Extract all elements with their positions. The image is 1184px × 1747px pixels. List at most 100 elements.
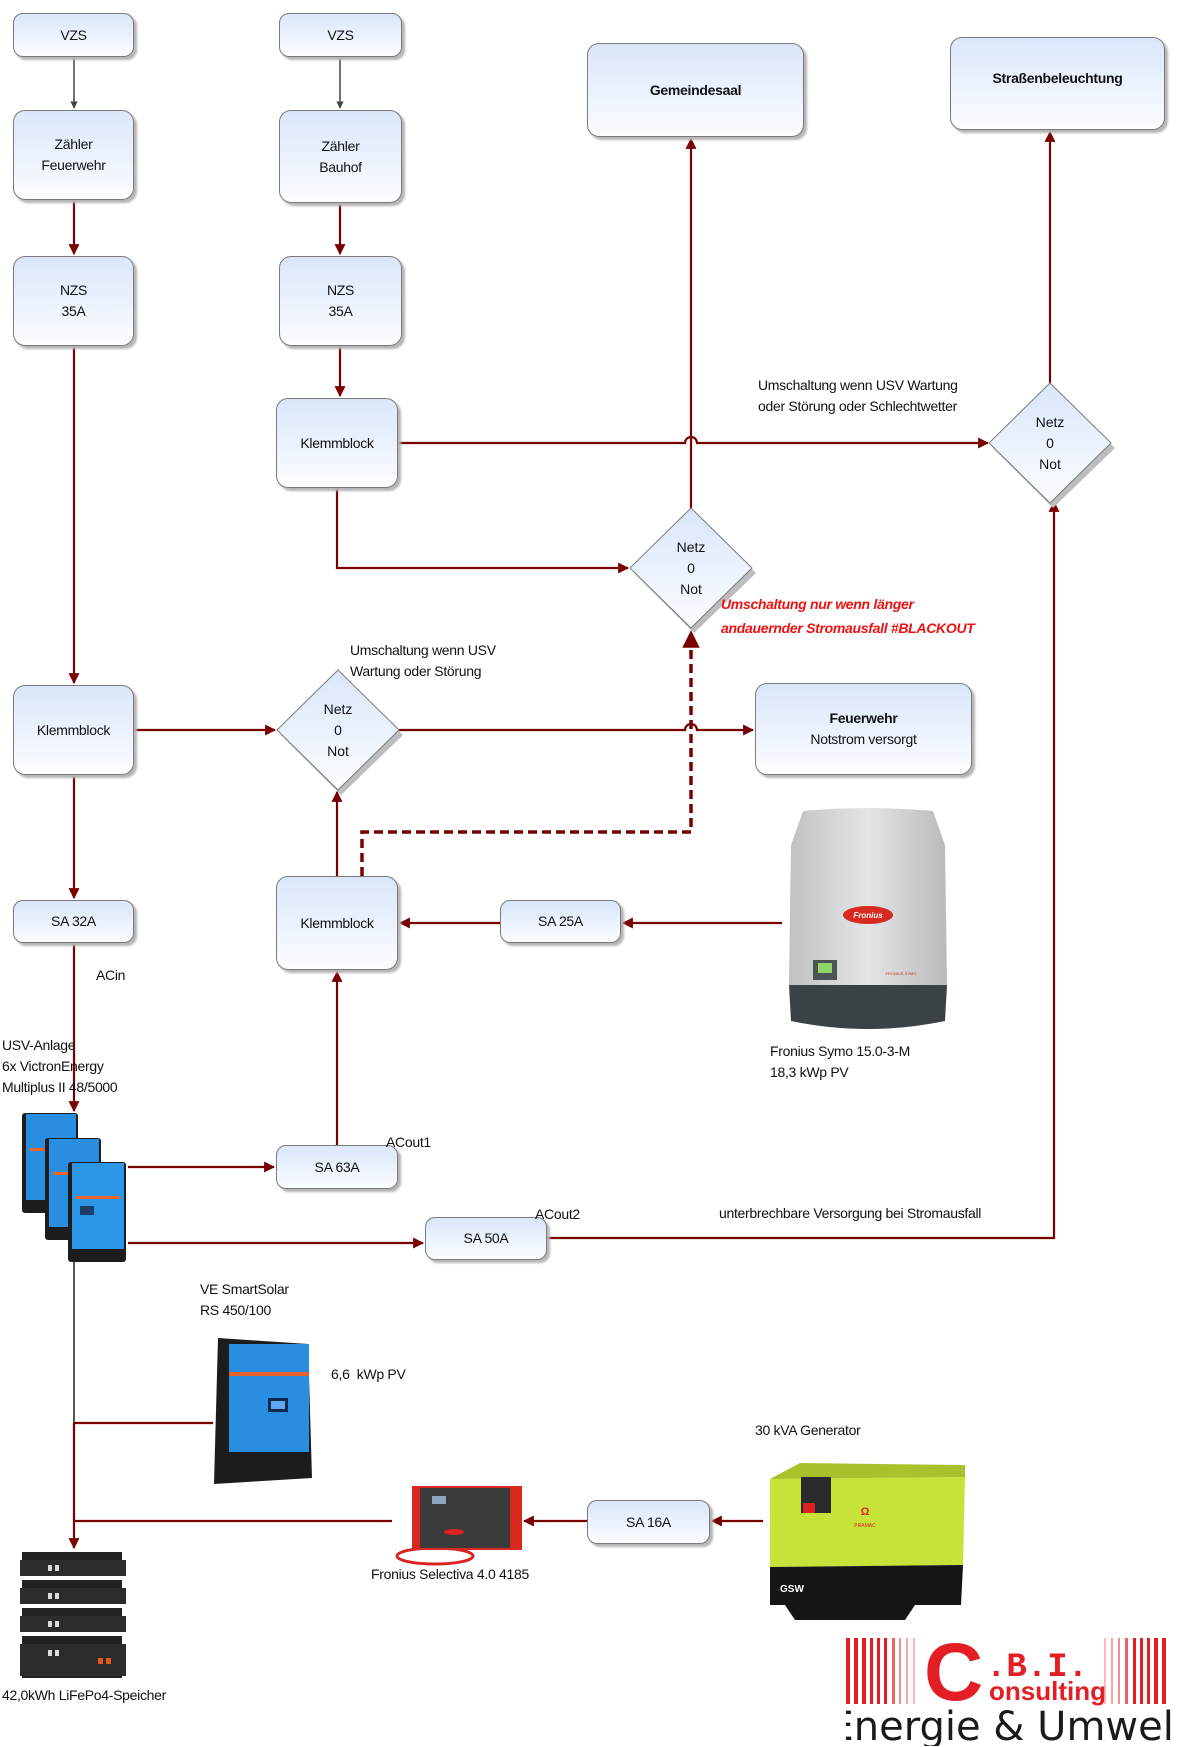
label-smartsolar: VE SmartSolar RS 450/100 [200, 1279, 289, 1321]
label-generator: 30 kVA Generator [755, 1422, 861, 1438]
wire-dashed-blackout [360, 630, 700, 876]
label-acout2: ACout2 [535, 1206, 580, 1222]
note-umschaltung-feuerwehr: Umschaltung wenn USV Wartung oder Störun… [350, 640, 496, 682]
sa-63a-label: SA 63A [314, 1158, 360, 1175]
feuerwehr-subtitle: Notstrom versorgt [810, 731, 917, 747]
switch-netz-label: Netz [1035, 413, 1065, 430]
label-line: Multiplus II 48/5000 [2, 1079, 118, 1095]
note-blackout: Umschaltung nur wenn länger andauernder … [721, 592, 975, 640]
klemmblock-feuerwehr-box[interactable]: Klemmblock [13, 685, 134, 775]
strassenbeleuchtung-label: Straßenbeleuchtung [992, 70, 1123, 86]
switch-gemeindesaal[interactable]: Netz 0 Not [629, 507, 756, 633]
note-umschaltung-strasse: Umschaltung wenn USV Wartung oder Störun… [758, 375, 958, 417]
zaehler-bauhof-line1: Zähler [321, 137, 360, 154]
switch-not-label: Not [327, 742, 349, 759]
switch-feuerwehr[interactable]: Netz 0 Not [276, 669, 403, 795]
zaehler-feuerwehr-box[interactable]: Zähler Feuerwehr [13, 110, 134, 200]
cbi-consulting-logo: C .B.I. onsulting Energie & Umwelt [846, 1638, 1172, 1746]
switch-not-label: Not [1039, 455, 1061, 472]
logo-bars-right [1104, 1638, 1166, 1704]
generator-maker-text: PRAMAC [854, 1523, 876, 1529]
nzs-feuerwehr-box[interactable]: NZS 35A [13, 256, 134, 346]
generator-image: Ω PRAMAC GSW [770, 1463, 965, 1620]
battery-stack-image [20, 1552, 126, 1678]
gemeindesaal-label: Gemeindesaal [649, 81, 742, 98]
nzs-feuerwehr-line1: NZS [59, 282, 88, 298]
label-line: VE SmartSolar [200, 1281, 289, 1297]
fronius-model-tag: FRONIUS SYMO [886, 971, 917, 976]
switch-zero-label: 0 [334, 721, 342, 738]
diamond-shape [276, 669, 403, 795]
label-acout1: ACout1 [386, 1134, 431, 1150]
diamond-shape [988, 382, 1115, 508]
generator-pramac-logo-icon: Ω [861, 1506, 870, 1518]
logo-tagline: Energie & Umwelt [846, 1704, 1172, 1746]
label-line: 18,3 kWp PV [770, 1064, 849, 1080]
note-line: Umschaltung wenn USV [350, 642, 496, 658]
sa-32a-box[interactable]: SA 32A [13, 900, 134, 943]
multiplus-unit [68, 1162, 126, 1262]
selectiva-display-icon [432, 1496, 446, 1504]
label-acin: ACin [96, 967, 126, 983]
klemmblock-bauhof-label: Klemmblock [300, 434, 374, 451]
sa-16a-box[interactable]: SA 16A [587, 1500, 710, 1544]
sa-25a-label: SA 25A [538, 913, 583, 929]
switch-strassenbeleuchtung[interactable]: Netz 0 Not [988, 382, 1115, 508]
note-line: andauernder Stromausfall #BLACKOUT [721, 620, 975, 636]
logo-bars-left [846, 1638, 915, 1704]
switch-netz-label: Netz [323, 700, 353, 717]
label-usv: USV-Anlage 6x VictronEnergy Multiplus II… [2, 1035, 118, 1098]
note-line: Umschaltung nur wenn länger [721, 596, 914, 612]
label-line: Fronius Symo 15.0-3-M [770, 1043, 910, 1059]
label-line: 6x VictronEnergy [2, 1058, 104, 1074]
zaehler-feuerwehr-line1: Zähler [54, 136, 93, 152]
battery-module [20, 1580, 126, 1604]
zaehler-bauhof-line2: Bauhof [319, 158, 362, 175]
sa-63a-box[interactable]: SA 63A [276, 1145, 398, 1189]
zaehler-feuerwehr-line2: Feuerwehr [41, 157, 106, 173]
klemmblock-pv-box[interactable]: Klemmblock [276, 876, 398, 970]
strassenbeleuchtung-box[interactable]: Straßenbeleuchtung [950, 37, 1165, 130]
generator-brand-text: GSW [780, 1584, 804, 1595]
feuerwehr-box[interactable]: Feuerwehr Notstrom versorgt [755, 683, 972, 775]
diamond-shape [629, 507, 756, 633]
fronius-symo-image: Fronius FRONIUS SYMO [789, 808, 947, 1029]
switch-zero-label: 0 [1046, 434, 1054, 451]
selectiva-charger-image [395, 1486, 522, 1566]
logo-consulting: onsulting [989, 1676, 1106, 1706]
note-line: Umschaltung wenn USV Wartung [758, 377, 958, 393]
switch-not-label: Not [680, 580, 702, 597]
klemmblock-pv-label: Klemmblock [300, 914, 374, 931]
sa-25a-box[interactable]: SA 25A [500, 900, 621, 943]
wire-sa50-strasse-switch [547, 500, 1060, 1240]
sa-50a-box[interactable]: SA 50A [425, 1217, 547, 1260]
zaehler-bauhof-box[interactable]: Zähler Bauhof [279, 110, 402, 203]
klemmblock-feuerwehr-label: Klemmblock [36, 721, 111, 738]
battery-module [20, 1608, 126, 1632]
switch-netz-label: Netz [676, 538, 706, 555]
victron-multiplus-image [22, 1113, 126, 1262]
label-speicher: 42,0kWh LiFePo4-Speicher [2, 1687, 166, 1703]
label-selectiva: Fronius Selectiva 4.0 4185 [371, 1566, 529, 1582]
switch-zero-label: 0 [687, 559, 695, 576]
fronius-brand-text: Fronius [853, 911, 883, 920]
logo-bi: .B.I. [986, 1649, 1088, 1687]
wire-klemmblock-gemeinde-switch [335, 488, 630, 574]
vzs-bauhof-box[interactable]: VZS [279, 13, 402, 57]
battery-module [20, 1636, 126, 1678]
smartsolar-image [214, 1338, 312, 1484]
klemmblock-bauhof-box[interactable]: Klemmblock [276, 398, 398, 488]
wire-switch-feuerwehr [398, 722, 755, 736]
gemeindesaal-box[interactable]: Gemeindesaal [587, 43, 804, 137]
nzs-feuerwehr-line2: 35A [61, 303, 86, 319]
label-unterbrechbar: unterbrechbare Versorgung bei Stromausfa… [719, 1205, 982, 1221]
vzs-feuerwehr-label: VZS [60, 26, 87, 43]
vzs-feuerwehr-box[interactable]: VZS [13, 13, 134, 57]
sa-32a-label: SA 32A [51, 913, 96, 929]
nzs-bauhof-box[interactable]: NZS 35A [279, 256, 402, 346]
label-line: USV-Anlage [2, 1037, 76, 1053]
wire-klemmblock-strasse-switch [398, 435, 990, 449]
battery-module [20, 1552, 126, 1576]
label-line: RS 450/100 [200, 1302, 271, 1318]
